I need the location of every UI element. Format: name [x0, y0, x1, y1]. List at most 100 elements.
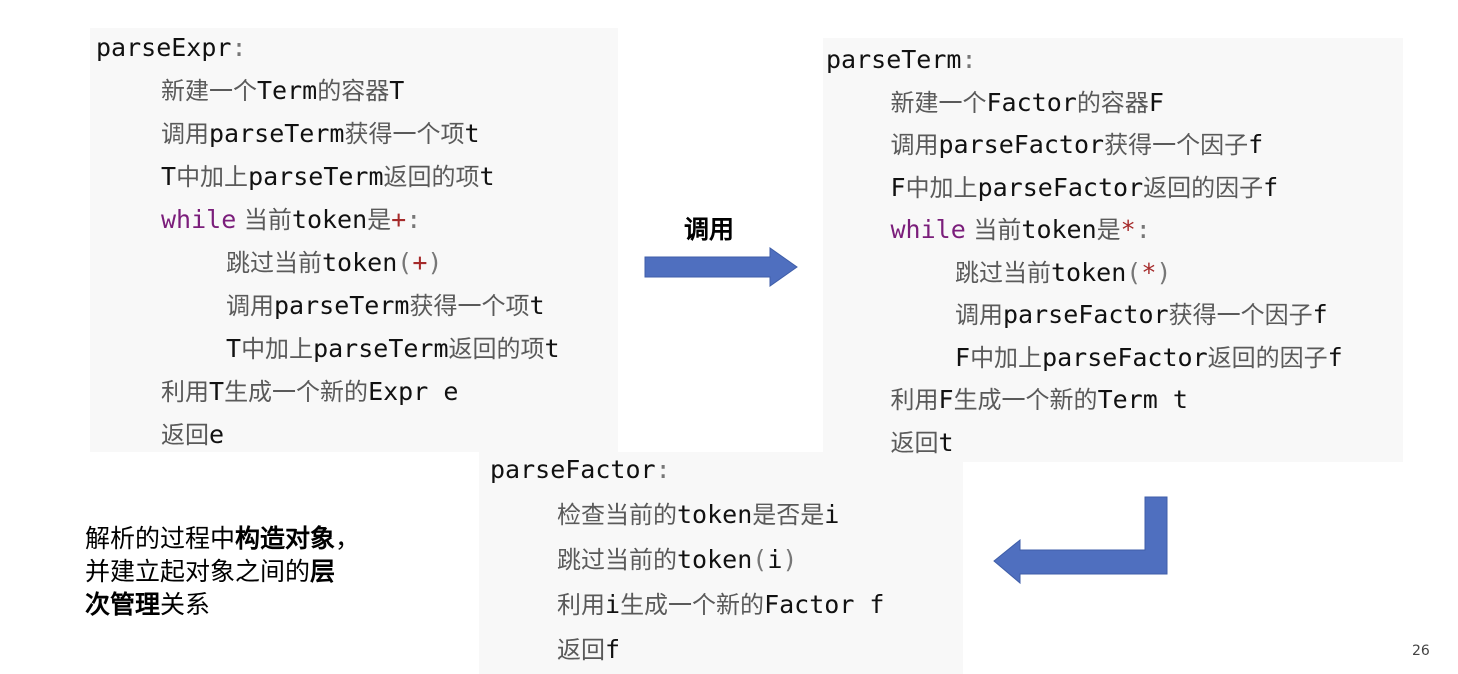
code-text: parseTerm: [274, 291, 410, 320]
code-text: 中加上: [176, 163, 249, 191]
code-text: 的容器: [317, 77, 390, 105]
code-text: 调用: [955, 301, 1003, 329]
code-text: parseFactor: [1003, 300, 1169, 329]
code-line: 跳过当前的token(i): [557, 538, 797, 581]
code-text: T: [209, 377, 225, 406]
operator-token: *: [1120, 215, 1136, 244]
return-arrow-icon: [993, 496, 1168, 585]
code-text: 是: [1096, 216, 1121, 244]
note-bold: 构造对象: [235, 524, 336, 553]
note-bold: 次管理: [85, 590, 161, 619]
code-text: 调用: [161, 120, 209, 148]
code-text: 利用: [557, 591, 605, 619]
code-text: (: [752, 545, 768, 574]
code-text: t: [544, 334, 560, 363]
code-text: :: [1135, 215, 1151, 244]
code-text: 获得一个项: [409, 292, 530, 320]
code-text: 新建一个: [890, 88, 987, 117]
code-line: parseExpr:: [96, 26, 247, 69]
code-text: t: [479, 162, 495, 191]
code-text: e: [209, 420, 225, 449]
code-line: 新建一个Factor的容器F: [891, 81, 1164, 124]
code-text: Expr e: [368, 377, 459, 406]
code-text: F: [955, 342, 971, 372]
keyword-token: while: [890, 215, 966, 244]
code-line: 跳过当前token(*): [955, 251, 1171, 294]
code-text: 返回的因子: [1143, 173, 1264, 202]
code-line: 调用parseFactor获得一个因子f: [955, 293, 1328, 336]
code-text: 利用: [161, 378, 209, 406]
code-text: 的容器: [1076, 88, 1149, 117]
code-text: token: [291, 205, 368, 234]
code-line: 调用parseFactor获得一个因子f: [891, 123, 1264, 166]
code-line: T中加上parseTerm返回的项t: [226, 327, 560, 370]
note-text: 关系: [160, 590, 211, 619]
code-text: :: [231, 33, 247, 62]
code-text: 当前: [965, 216, 1022, 244]
code-text: parseFactor: [490, 455, 656, 484]
operator-token: *: [1141, 257, 1157, 287]
code-text: 检查当前的: [557, 501, 677, 529]
code-text: Term: [257, 76, 318, 105]
code-text: 生成一个新的: [953, 386, 1098, 414]
code-text: ): [782, 545, 798, 574]
code-text: Factor f: [764, 590, 885, 619]
code-text: 跳过当前: [226, 249, 322, 277]
code-line: F中加上parseFactor返回的因子f: [891, 166, 1279, 209]
code-text: f: [1312, 300, 1328, 329]
parse-term-code-block: [823, 38, 1403, 462]
code-line: F中加上parseFactor返回的因子f: [955, 336, 1343, 379]
code-text: 中加上: [905, 173, 978, 202]
code-text: 生成一个新的: [224, 378, 369, 406]
code-text: token: [677, 545, 753, 574]
code-text: :: [406, 205, 422, 234]
code-text: 中加上: [970, 343, 1043, 372]
code-text: f: [1263, 172, 1279, 202]
note-bold: 层: [310, 557, 336, 586]
code-text: (: [397, 248, 413, 277]
note-text: 并建立起对象之间的: [85, 557, 311, 586]
page-number: 26: [1412, 643, 1430, 659]
code-text: 是否是: [752, 501, 825, 529]
code-text: parseTerm: [248, 162, 384, 191]
keyword-token: while: [161, 205, 237, 234]
code-text: 跳过当前的: [557, 546, 677, 574]
parse-factor-code-block: [479, 452, 963, 674]
code-line: 调用parseTerm获得一个项t: [226, 284, 545, 327]
code-text: parseTerm: [313, 334, 449, 363]
code-text: parseFactor: [938, 130, 1105, 159]
code-text: 调用: [226, 292, 274, 320]
code-text: :: [961, 45, 977, 74]
code-text: 获得一个项: [344, 120, 465, 148]
code-text: 返回: [890, 428, 939, 457]
code-line: parseFactor:: [490, 448, 671, 491]
note-text: ，: [335, 524, 361, 553]
code-text: 返回: [557, 636, 605, 664]
code-text: 获得一个因子: [1104, 131, 1249, 159]
code-text: 获得一个因子: [1168, 301, 1313, 329]
code-text: 利用: [890, 386, 939, 414]
code-text: parseExpr: [96, 33, 232, 62]
code-text: 返回的项: [448, 335, 545, 363]
code-text: parseFactor: [1042, 342, 1208, 372]
operator-token: +: [391, 205, 407, 234]
code-text: F: [938, 385, 954, 414]
code-text: parseFactor: [977, 172, 1144, 202]
code-line: 调用parseTerm获得一个项t: [161, 112, 480, 155]
code-text: (: [1126, 257, 1142, 287]
code-line: 返回e: [161, 413, 224, 456]
code-text: Term t: [1097, 385, 1188, 414]
code-text: T: [389, 76, 405, 105]
code-text: Factor: [986, 87, 1077, 117]
parse-expr-code-block: [90, 28, 618, 452]
code-text: T: [161, 162, 177, 191]
code-text: parseTerm: [826, 45, 962, 74]
code-text: 当前: [236, 206, 292, 234]
code-text: i: [767, 545, 783, 574]
code-text: 返回的项: [383, 163, 480, 191]
code-text: 跳过当前: [955, 258, 1051, 287]
code-line: 利用F生成一个新的Term t: [891, 378, 1188, 421]
code-text: ): [1156, 257, 1172, 287]
code-line: 返回t: [891, 421, 954, 464]
